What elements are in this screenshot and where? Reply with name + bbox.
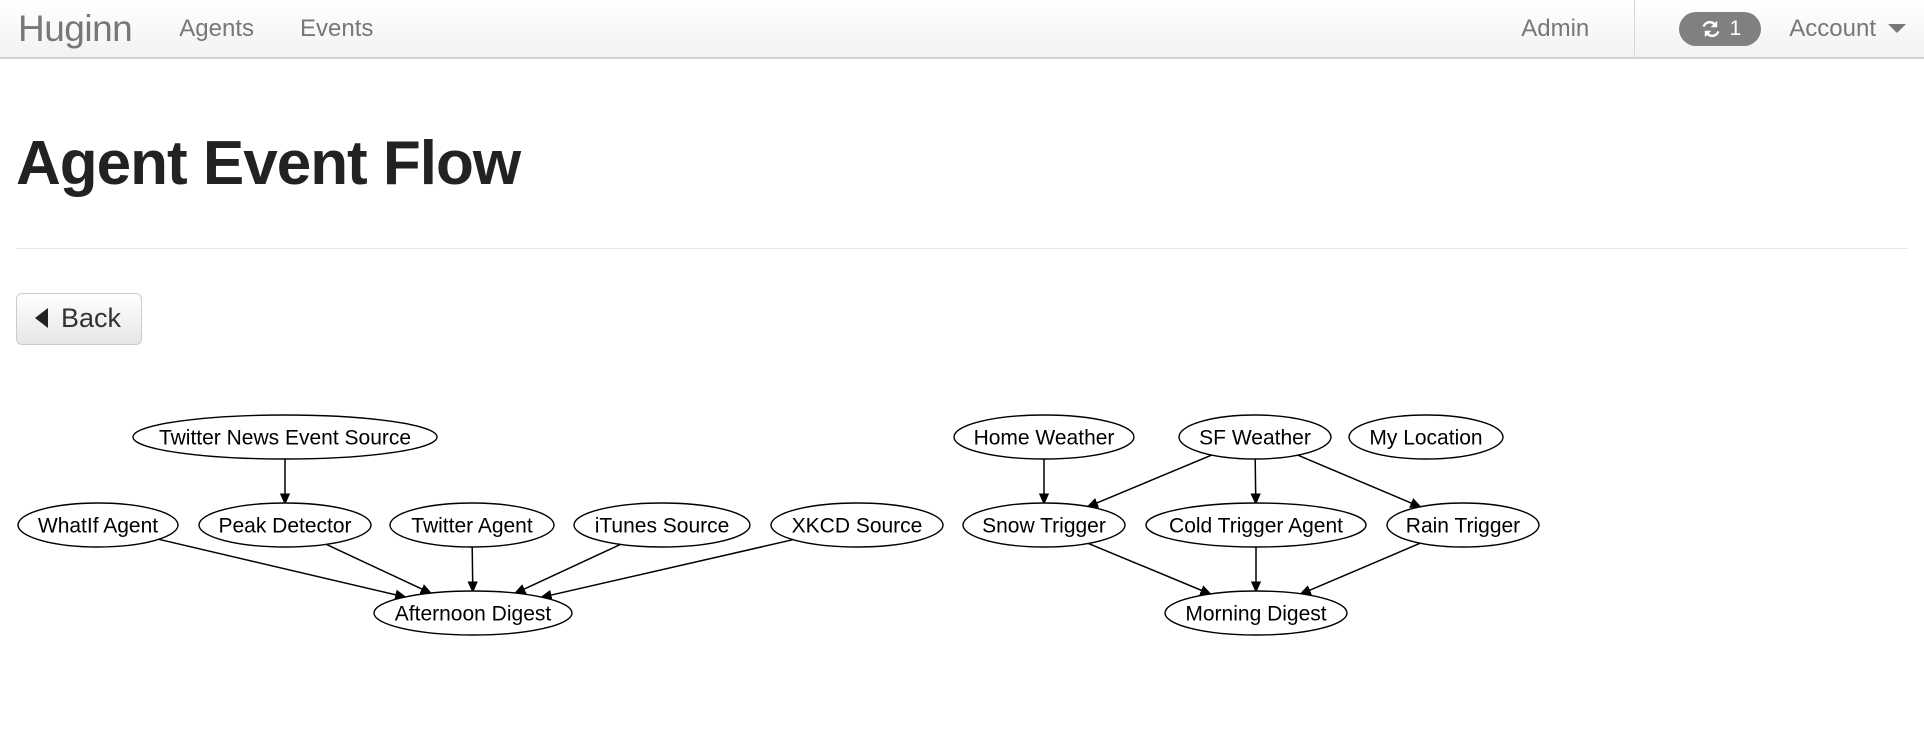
node-shape bbox=[132, 414, 438, 460]
graph-edge bbox=[158, 538, 405, 597]
graph-node-afternoon_digest[interactable]: Afternoon Digest bbox=[373, 590, 573, 636]
graph-node-twitter_agent[interactable]: Twitter Agent bbox=[389, 502, 555, 548]
chevron-left-icon bbox=[35, 308, 48, 329]
node-shape bbox=[1164, 590, 1348, 636]
node-shape bbox=[1145, 502, 1367, 548]
node-label: Snow Trigger bbox=[982, 515, 1106, 538]
refresh-icon bbox=[1699, 18, 1723, 40]
node-shape bbox=[389, 502, 555, 548]
page-title: Agent Event Flow bbox=[16, 129, 521, 198]
graph-edge bbox=[1088, 542, 1210, 594]
graph-node-twitter_news_event_source[interactable]: Twitter News Event Source bbox=[132, 414, 438, 460]
worker-status-count: 1 bbox=[1729, 16, 1742, 40]
brand-logo[interactable]: Huginn bbox=[18, 8, 133, 49]
graph-node-sf_weather[interactable]: SF Weather bbox=[1178, 414, 1332, 460]
navbar-right-group: Admin 1 Account bbox=[1498, 0, 1924, 58]
back-button[interactable]: Back bbox=[16, 293, 143, 346]
node-label: iTunes Source bbox=[595, 515, 730, 538]
node-label: SF Weather bbox=[1199, 427, 1311, 450]
node-shape bbox=[373, 590, 573, 636]
graph-node-my_location[interactable]: My Location bbox=[1348, 414, 1504, 460]
node-shape bbox=[17, 502, 179, 548]
node-label: Peak Detector bbox=[218, 515, 351, 538]
page-container: Agent Event Flow Back bbox=[0, 129, 1924, 346]
top-navbar: Huginn Agents Events Admin 1 Account bbox=[0, 0, 1924, 59]
account-label: Account bbox=[1789, 14, 1876, 42]
graph-node-snow_trigger[interactable]: Snow Trigger bbox=[962, 502, 1126, 548]
back-button-label: Back bbox=[61, 303, 122, 334]
caret-down-icon bbox=[1888, 24, 1906, 33]
node-shape bbox=[770, 502, 944, 548]
graph-node-cold_trigger_agent[interactable]: Cold Trigger Agent bbox=[1145, 502, 1367, 548]
node-label: Morning Digest bbox=[1185, 603, 1326, 626]
navbar-left-group: Huginn Agents Events bbox=[0, 0, 396, 57]
node-label: Twitter Agent bbox=[411, 515, 533, 538]
graph-edge bbox=[325, 543, 430, 593]
navbar-divider bbox=[1634, 0, 1636, 58]
node-label: Home Weather bbox=[974, 427, 1115, 450]
node-label: Twitter News Event Source bbox=[159, 427, 411, 450]
node-label: WhatIf Agent bbox=[38, 515, 158, 538]
node-shape bbox=[962, 502, 1126, 548]
graph-edge bbox=[1301, 542, 1421, 594]
worker-status-badge[interactable]: 1 bbox=[1679, 11, 1762, 46]
graph-edge bbox=[516, 543, 621, 593]
title-divider bbox=[16, 248, 1908, 250]
node-shape bbox=[1386, 502, 1540, 548]
node-shape bbox=[1178, 414, 1332, 460]
graph-node-home_weather[interactable]: Home Weather bbox=[953, 414, 1135, 460]
graph-node-xkcd_source[interactable]: XKCD Source bbox=[770, 502, 944, 548]
nav-link-admin[interactable]: Admin bbox=[1521, 15, 1590, 42]
graph-node-rain_trigger[interactable]: Rain Trigger bbox=[1386, 502, 1540, 548]
graph-node-peak_detector[interactable]: Peak Detector bbox=[198, 502, 372, 548]
graph-edge bbox=[542, 538, 794, 598]
graph-node-itunes_source[interactable]: iTunes Source bbox=[573, 502, 751, 548]
node-shape bbox=[953, 414, 1135, 460]
graph-edge bbox=[472, 546, 473, 591]
nav-link-events[interactable]: Events bbox=[299, 15, 374, 42]
node-label: XKCD Source bbox=[792, 515, 923, 538]
graph-node-morning_digest[interactable]: Morning Digest bbox=[1164, 590, 1348, 636]
nav-link-agents[interactable]: Agents bbox=[179, 15, 254, 42]
graph-edges bbox=[158, 454, 1421, 598]
node-label: Rain Trigger bbox=[1406, 515, 1520, 538]
graph-edge bbox=[1088, 454, 1212, 507]
node-label: My Location bbox=[1369, 427, 1482, 450]
node-shape bbox=[573, 502, 751, 548]
graph-edge bbox=[1297, 454, 1420, 507]
node-label: Afternoon Digest bbox=[395, 603, 552, 626]
node-shape bbox=[198, 502, 372, 548]
graph-edge bbox=[1255, 458, 1256, 503]
account-dropdown[interactable]: Account bbox=[1789, 15, 1924, 43]
node-shape bbox=[1348, 414, 1504, 460]
node-label: Cold Trigger Agent bbox=[1169, 515, 1343, 538]
graph-node-whatif_agent[interactable]: WhatIf Agent bbox=[17, 502, 179, 548]
